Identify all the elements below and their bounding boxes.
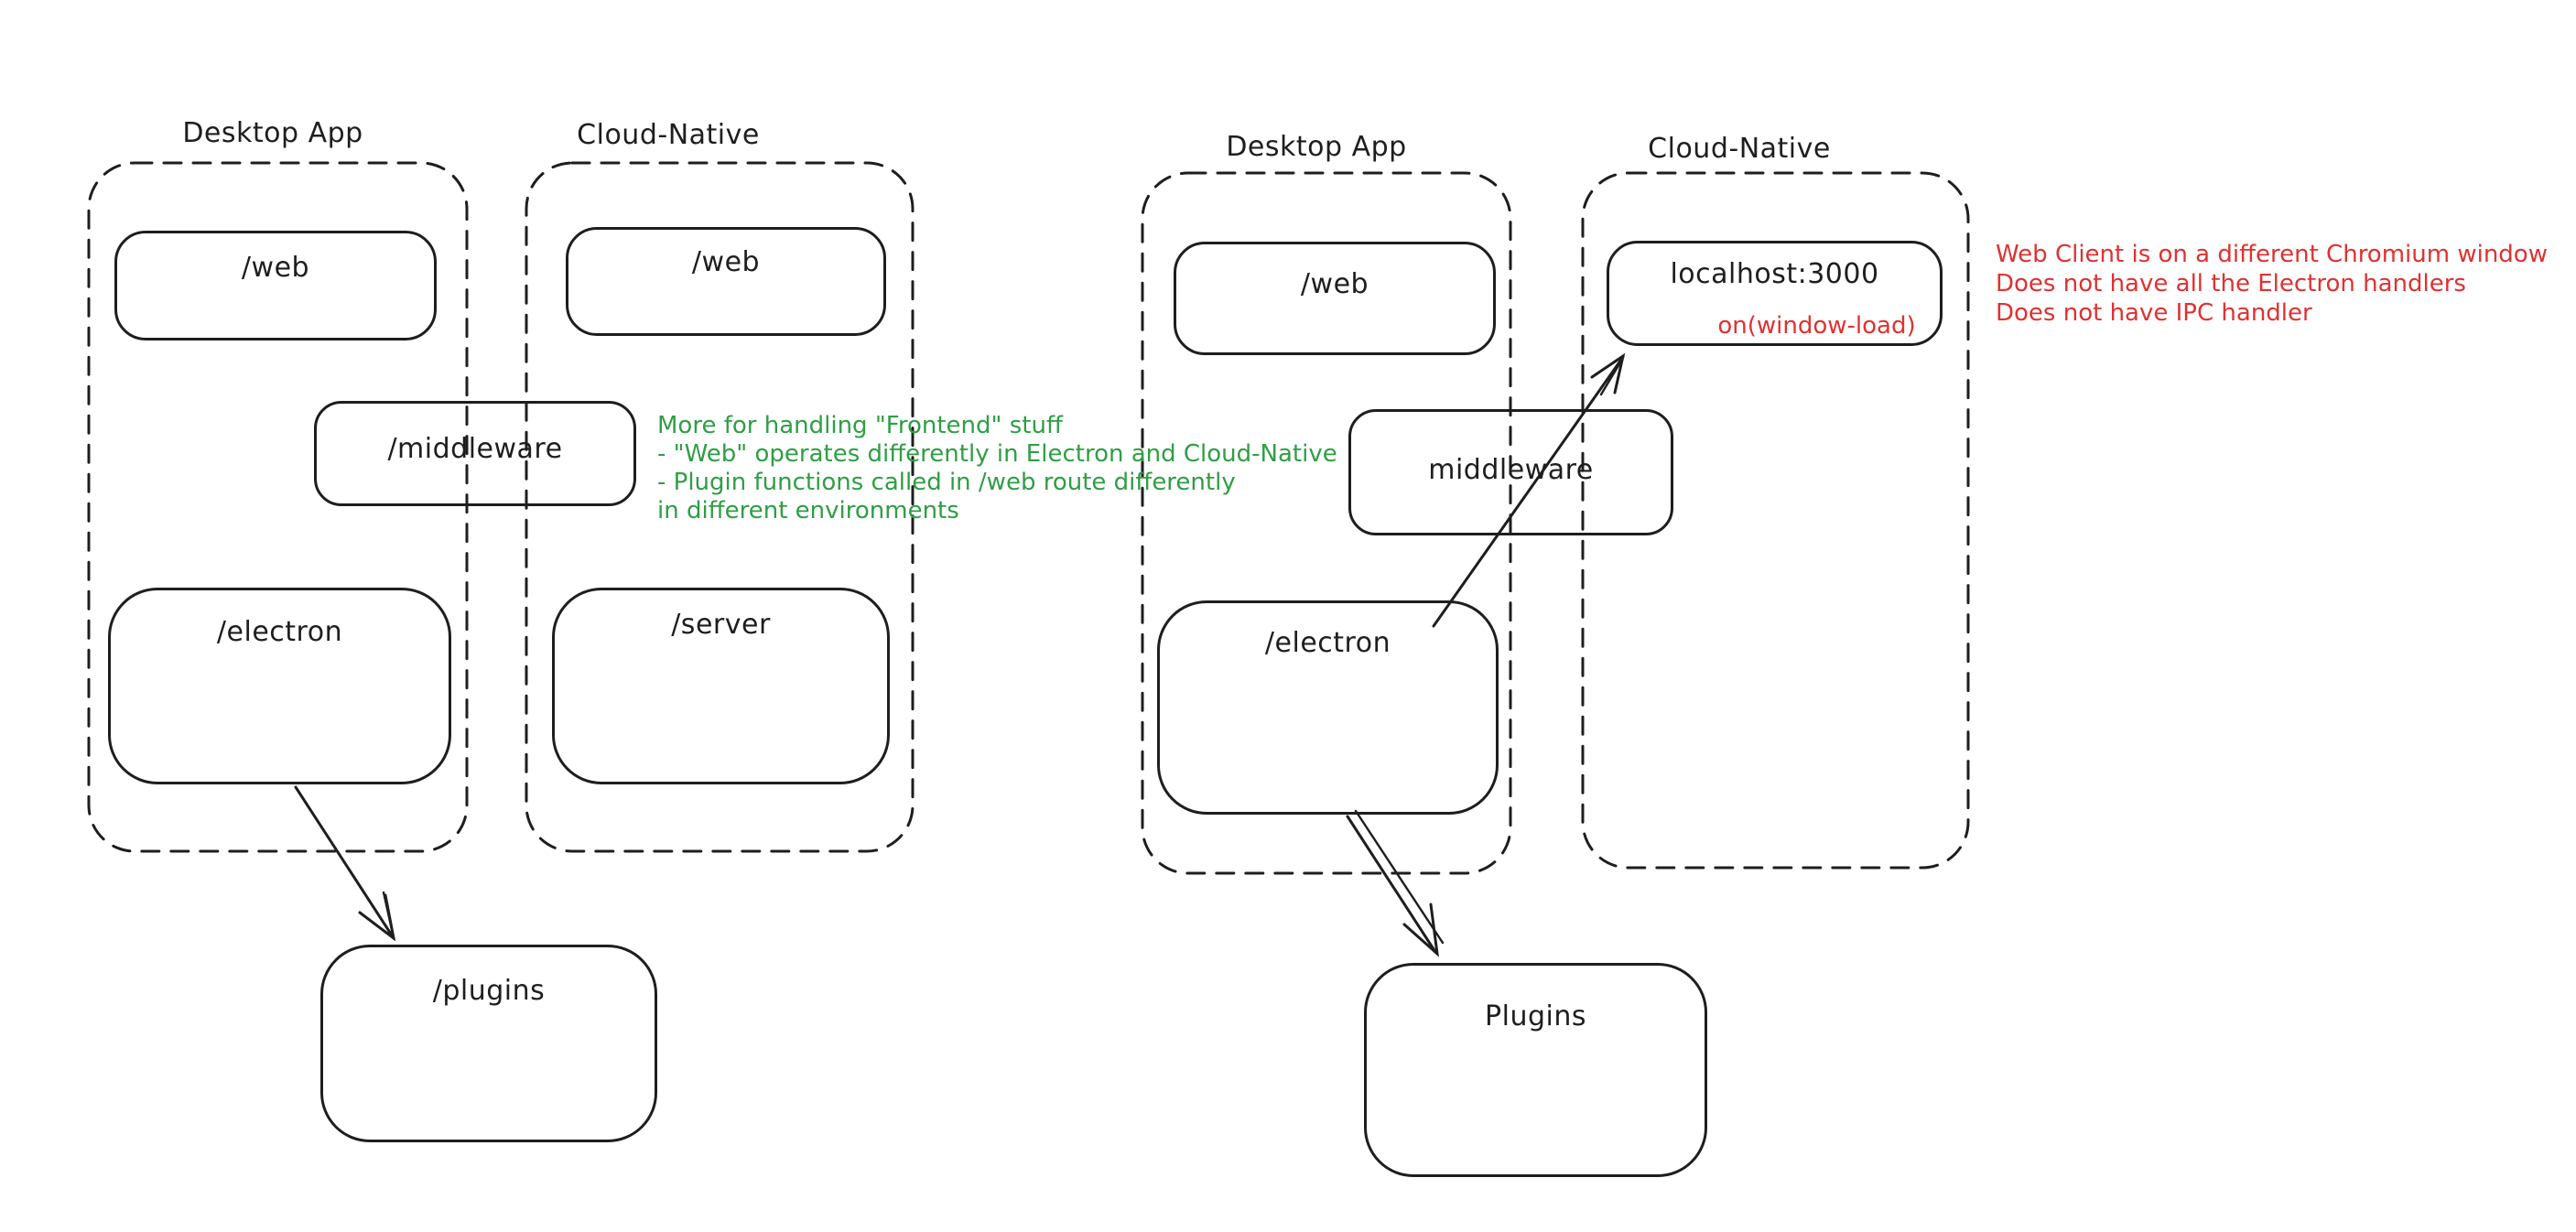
node-localhost-3000[interactable]: localhost:3000 on(window-load) (1607, 241, 1943, 346)
node-electron-right-label: /electron (1264, 627, 1391, 659)
group-title-cloud-native-left[interactable]: Cloud-Native (577, 119, 760, 151)
node-localhost-3000-label: localhost:3000 (1670, 258, 1879, 290)
node-web-desktop-right-label: /web (1300, 268, 1369, 300)
node-middleware-left[interactable]: /middleware (314, 401, 636, 506)
red-note-line-2: Does not have all the Electron handlers (1996, 270, 2466, 297)
node-web-desktop-left[interactable]: /web (114, 231, 437, 340)
localhost-window-load-handler-label: on(window-load) (1717, 312, 1916, 340)
node-middleware-right[interactable]: middleware (1348, 409, 1673, 535)
node-web-cloud-left[interactable]: /web (566, 227, 886, 336)
node-plugins-right[interactable]: Plugins (1364, 963, 1707, 1177)
node-plugins-right-label: Plugins (1485, 1000, 1586, 1032)
node-plugins-left[interactable]: /plugins (320, 945, 657, 1142)
node-server[interactable]: /server (552, 588, 890, 784)
node-web-cloud-left-label: /web (691, 246, 761, 278)
node-middleware-left-label: /middleware (387, 433, 563, 465)
red-annotation-note[interactable]: Web Client is on a different Chromium wi… (1996, 240, 2548, 328)
green-note-line-1: More for handling "Frontend" stuff (657, 412, 1063, 439)
green-annotation-note[interactable]: More for handling "Frontend" stuff - "We… (657, 412, 1337, 525)
green-note-line-2: - "Web" operates differently in Electron… (657, 440, 1337, 468)
group-title-desktop-app-left[interactable]: Desktop App (182, 117, 363, 149)
node-web-desktop-left-label: /web (241, 252, 310, 284)
green-note-line-3: - Plugin functions called in /web route … (657, 469, 1236, 496)
node-server-label: /server (671, 609, 771, 641)
arrow-electron-to-plugins-left[interactable] (294, 785, 396, 942)
red-note-line-3: Does not have IPC handler (1996, 299, 2312, 327)
red-note-line-1: Web Client is on a different Chromium wi… (1996, 241, 2548, 268)
node-electron-right[interactable]: /electron (1157, 600, 1499, 815)
node-electron-left[interactable]: /electron (108, 588, 451, 784)
node-plugins-left-label: /plugins (432, 975, 546, 1007)
node-web-desktop-right[interactable]: /web (1174, 242, 1496, 355)
group-title-desktop-app-right[interactable]: Desktop App (1226, 131, 1407, 163)
arrow-electron-to-plugins-right[interactable] (1346, 809, 1445, 957)
group-title-cloud-native-right[interactable]: Cloud-Native (1648, 133, 1831, 165)
node-electron-left-label: /electron (216, 616, 343, 648)
node-middleware-right-label: middleware (1428, 454, 1594, 486)
green-note-line-4: in different environments (657, 497, 959, 524)
